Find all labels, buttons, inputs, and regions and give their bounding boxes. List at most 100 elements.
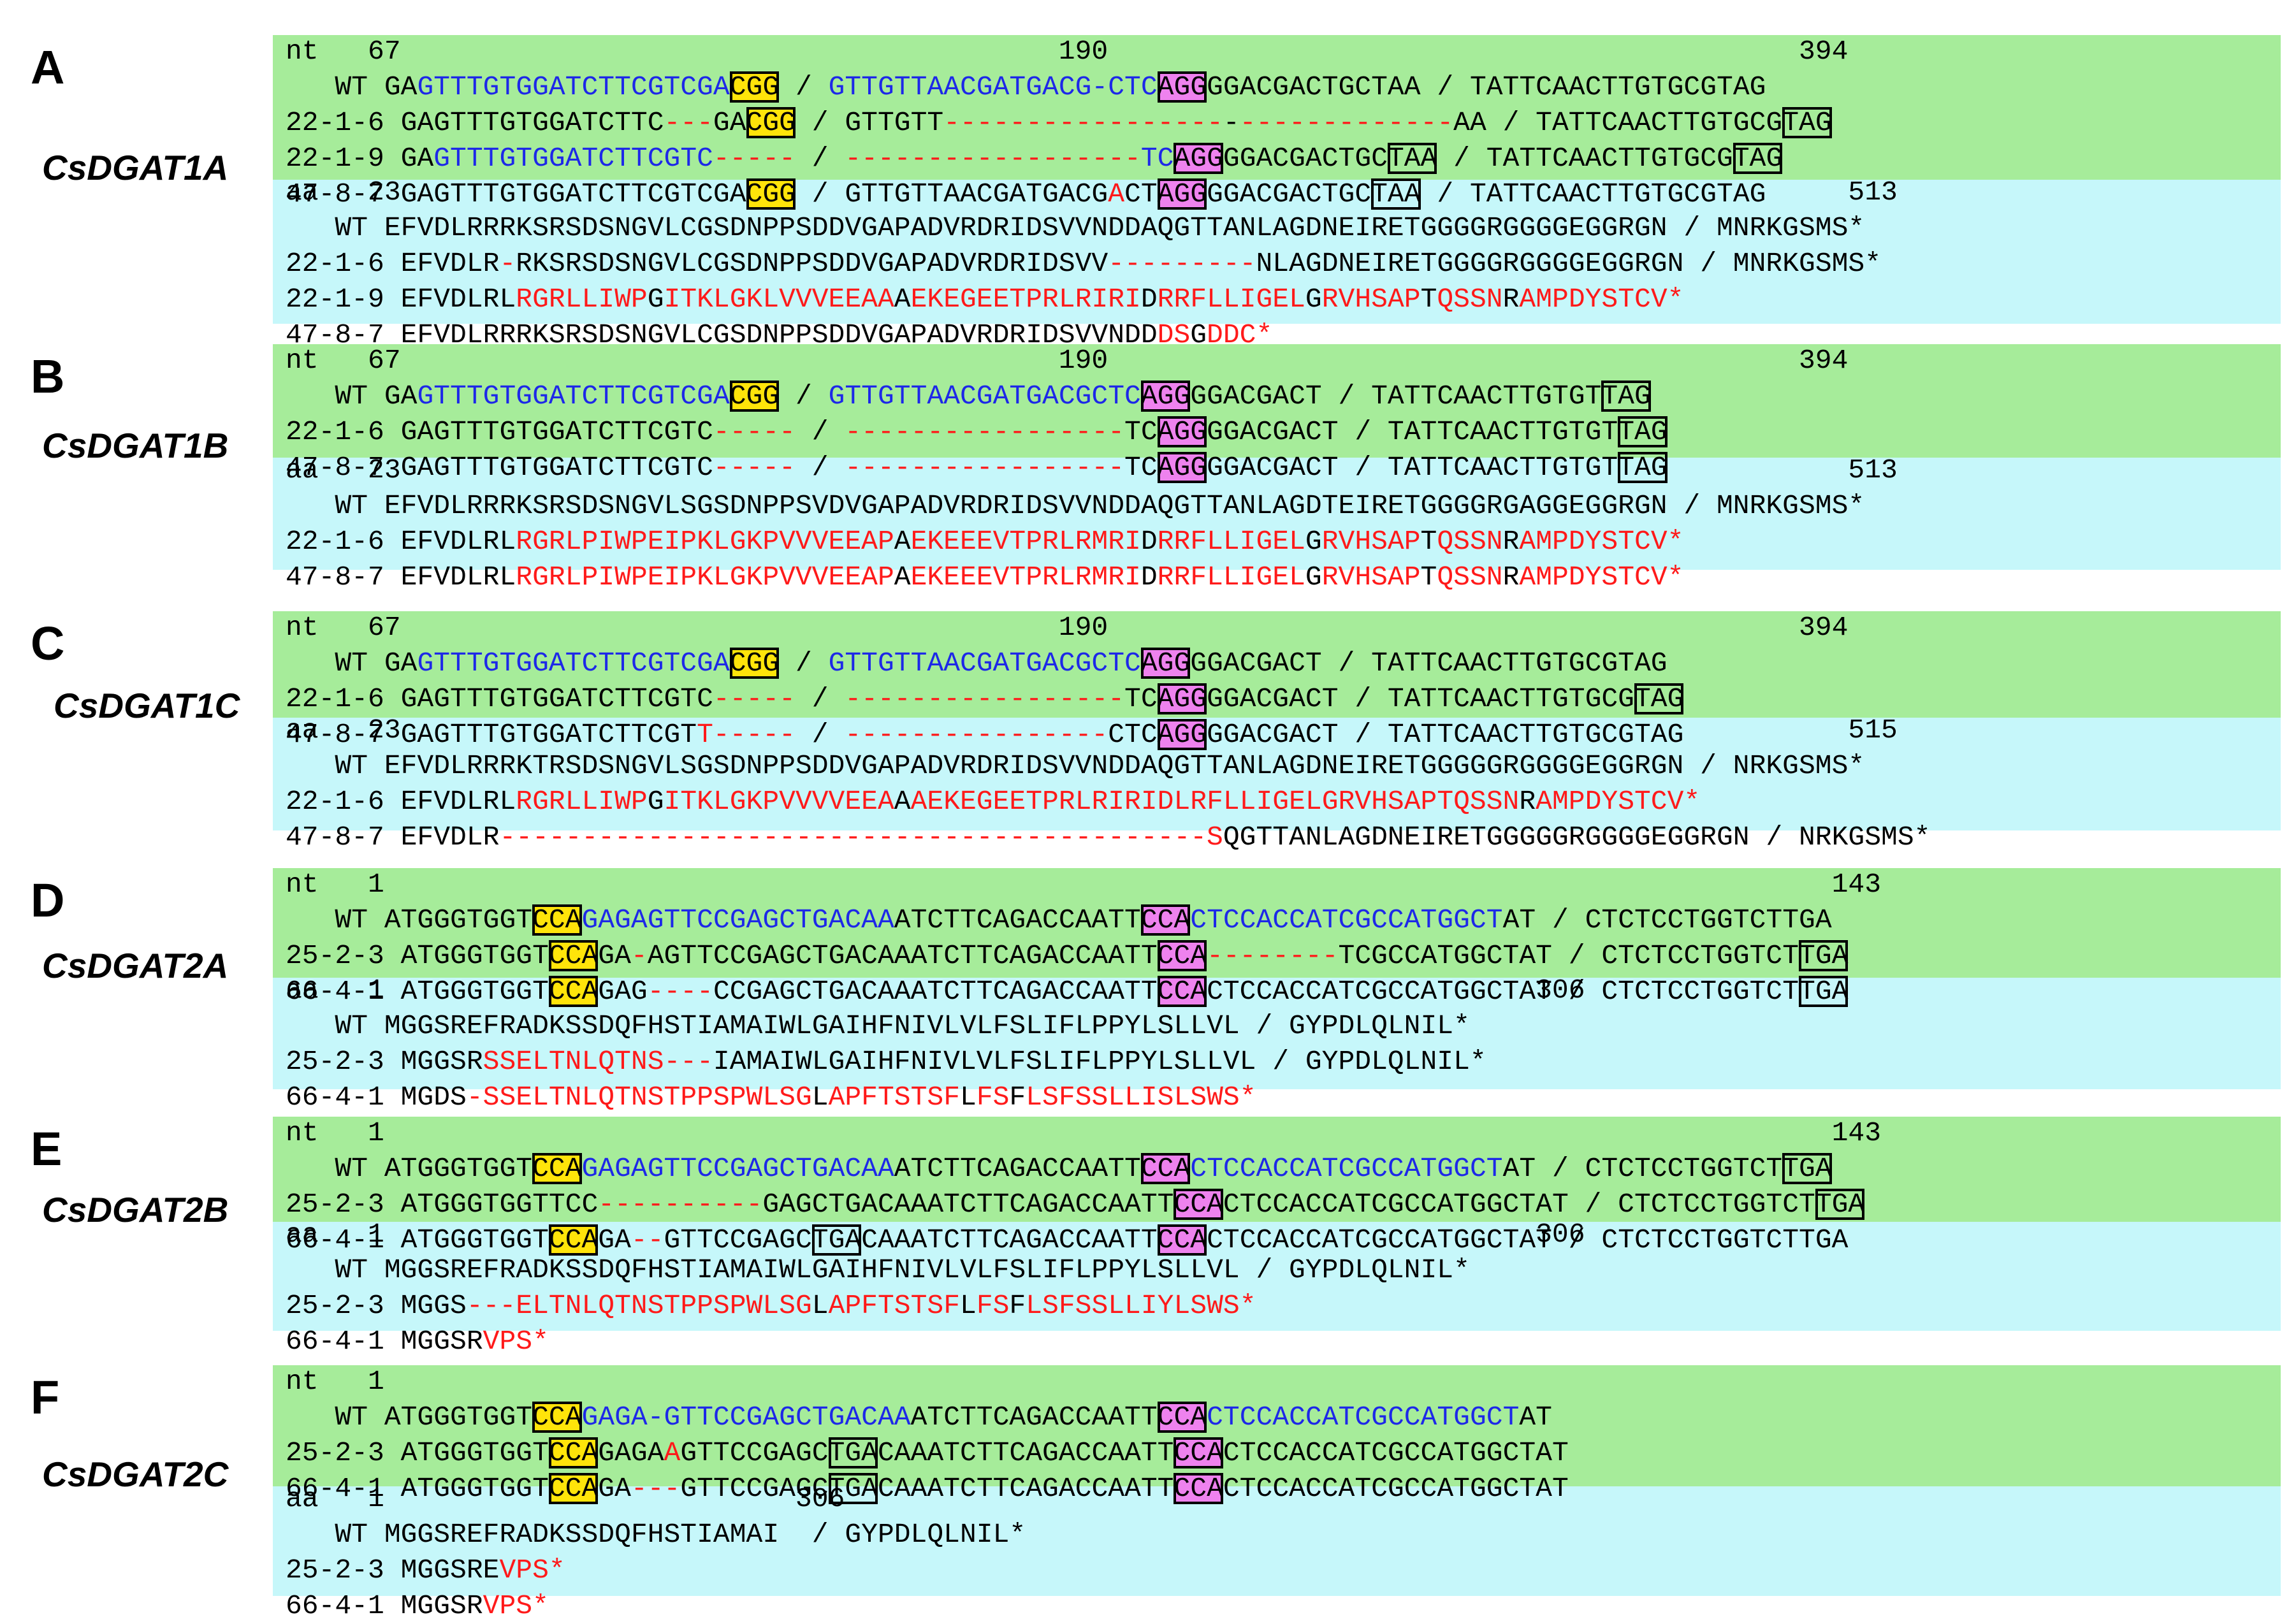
mutation: T-----	[697, 719, 796, 750]
aa-sequence-row: WT MGGSREFRADKSSDQFHSTIAMAIWLGAIHFNIVLVL…	[286, 1008, 1470, 1044]
mutation: -----	[713, 452, 796, 483]
pam-box: CCA	[548, 940, 599, 971]
seq-text: AT	[1519, 1402, 1552, 1433]
mutation: -------------	[1239, 107, 1454, 138]
mutation: AMPDYSTCV*	[1519, 284, 1684, 315]
mutation: RVHSAP	[1321, 562, 1421, 593]
seq-text: T	[1420, 526, 1437, 557]
seq-text: 66-4-1 ATGGGTGGT	[286, 976, 549, 1007]
aa-header-row: aa 23 515	[286, 713, 1898, 748]
seq-text: TC	[1124, 416, 1158, 447]
aa-sequence-row: 22-1-6 EFVDLR-RKSRSDSNGVLCGSDNPPSDDVGAPA…	[286, 246, 1881, 282]
stop-codon-box: TAA	[1371, 178, 1421, 210]
gene-name: CsDGAT2C	[42, 1454, 229, 1494]
seq-text: -	[1223, 107, 1240, 138]
aa-header-row: aa 1 306	[286, 1481, 845, 1517]
mutation: RGRLLIWP	[516, 786, 648, 817]
seq-text: 66-4-1 ATGGGTGGT	[286, 1224, 549, 1256]
seq-text: GAGCTGACAAATCTTCAGACCAATT	[762, 1189, 1174, 1220]
aa-sequence-row: 25-2-3 MGGS---ELTNLQTNSTPPSPWLSG LAPFTSTS…	[286, 1288, 1256, 1324]
seq-text: CAAATCTTCAGACCAATT	[878, 1437, 1174, 1468]
seq-text: aa 1 306	[286, 1219, 1585, 1250]
aa-header-row: aa 1 306	[286, 1217, 1585, 1252]
seq-text: GA	[598, 940, 631, 971]
mutation: ----------------	[845, 719, 1108, 750]
seq-text: A	[894, 562, 911, 593]
target-seq: TC	[1140, 143, 1174, 174]
seq-text: R	[1519, 786, 1536, 817]
target-seq: GTTTGTGGATCTTCGTC	[433, 143, 713, 174]
seq-text: WT ATGGGTGGT	[286, 1153, 533, 1184]
pam-box: CCA	[1157, 976, 1207, 1007]
nt-header-row: nt 1 143	[286, 1115, 1881, 1151]
mutation: ------------------	[845, 143, 1141, 174]
nt-sequence-row: 66-4-1 ATGGGTGGTCCAGA--GTTCCGAGCTGACAAAT…	[286, 1222, 1848, 1258]
seq-text: GTTCCGAGC	[680, 1437, 829, 1468]
seq-text: /	[779, 648, 829, 679]
seq-text: WT EFVDLRRRKSRSDSNGVLCGSDNPPSDDVGAPADVRD…	[286, 212, 1865, 243]
seq-text: CTCCACCATCGCCATGGCTAT	[1223, 1473, 1569, 1504]
seq-text: 66-4-1 MGGSR	[286, 1590, 483, 1621]
seq-text: TC	[1124, 683, 1158, 714]
pam-box: CCA	[548, 1437, 599, 1468]
stop-codon-box: TAG	[1601, 381, 1651, 412]
seq-text: L	[811, 1082, 829, 1113]
target-seq: GTTTGTGGATCTTCGTCGA	[417, 71, 730, 103]
target-seq: GAGAGTTCCGAGCTGACAA	[581, 904, 894, 936]
stop-codon-box: TAA	[1387, 143, 1437, 174]
mutation: RVHSAP	[1321, 284, 1421, 315]
seq-text: GA	[598, 1473, 631, 1504]
nt-sequence-row: 66-4-1 ATGGGTGGTCCAGAG----CCGAGCTGACAAAT…	[286, 974, 1849, 1010]
seq-text: nt 67 190 394	[286, 345, 1849, 376]
seq-text: GAG	[598, 976, 648, 1007]
nt-sequence-row: WT GAGTTTGTGGATCTTCGTCGACGG / GTTGTTAACG…	[286, 69, 1766, 105]
seq-text: 66-4-1 ATGGGTGGT	[286, 1473, 549, 1504]
nt-header-row: nt 1 143	[286, 867, 1881, 903]
panel-label: A	[31, 41, 65, 94]
seq-text: 25-2-3 MGGS	[286, 1290, 467, 1321]
mutation: FS	[976, 1290, 1010, 1321]
seq-text: CTCCACCATCGCCATGGCTAT	[1223, 1437, 1569, 1468]
pam-box: AGG	[1157, 178, 1207, 210]
mutation: APFTSTSF	[828, 1290, 960, 1321]
seq-text: 22-1-9 GA	[286, 143, 434, 174]
seq-text: L	[960, 1290, 977, 1321]
mutation: ---ELTNLQTNSTPPSPWLSG	[466, 1290, 812, 1321]
pam-box: CGG	[746, 178, 796, 210]
seq-text: 22-1-6 EFVDLRL	[286, 786, 516, 817]
amino-acid-alignment-box	[273, 718, 2281, 830]
pam-box: CGG	[729, 71, 780, 103]
gene-name: CsDGAT2B	[42, 1190, 229, 1229]
seq-text: aa 23 513	[286, 454, 1898, 486]
seq-text: R	[1502, 562, 1520, 593]
seq-text: 22-1-9 EFVDLRL	[286, 284, 516, 315]
nucleotide-alignment-box	[273, 1365, 2281, 1486]
seq-text: WT MGGSREFRADKSSDQFHSTIAMAI / GYPDLQLNIL…	[286, 1519, 1026, 1550]
amino-acid-alignment-box	[273, 978, 2281, 1089]
mutation: VPS*	[499, 1555, 565, 1586]
aa-sequence-row: WT EFVDLRRRKSRSDSNGVLSGSDNPPSVDVGAPADVRD…	[286, 488, 1864, 524]
seq-text: nt 1 143	[286, 869, 1882, 900]
seq-text: 66-4-1 MGDS	[286, 1082, 467, 1113]
seq-text: 25-2-3 ATGGGTGGT	[286, 940, 549, 971]
target-seq: GTTTGTGGATCTTCGTCGA	[417, 381, 730, 412]
seq-text: G	[1305, 284, 1322, 315]
seq-text: WT ATGGGTGGT	[286, 904, 533, 936]
target-seq: GTTTGTGGATCTTCGTCGA	[417, 648, 730, 679]
seq-text: 47-8-7 EFVDLRL	[286, 562, 516, 593]
seq-text: GA	[713, 107, 746, 138]
mutation: -SSELTNLQTNSTPPSPWLSG	[466, 1082, 812, 1113]
seq-text: A	[894, 526, 911, 557]
seq-text: A	[894, 786, 911, 817]
seq-text: / TATTCAACTTGTGCG	[1437, 143, 1733, 174]
pam-box: CCA	[1157, 1402, 1207, 1433]
nt-sequence-row: 22-1-6 GAGTTTGTGGATCTTCGTC----- / ------…	[286, 414, 1668, 450]
stop-codon-box: TAG	[1782, 107, 1832, 138]
mutation: RRFLLIGEL	[1157, 526, 1305, 557]
target-seq: GAGA-GTTCCGAGCTGACAA	[581, 1402, 911, 1433]
seq-text: WT ATGGGTGGT	[286, 1402, 533, 1433]
seq-text: 47-8-7 GAGTTTGTGGATCTTCGTCGA	[286, 178, 746, 210]
mutation: RRFLLIGEL	[1157, 562, 1305, 593]
